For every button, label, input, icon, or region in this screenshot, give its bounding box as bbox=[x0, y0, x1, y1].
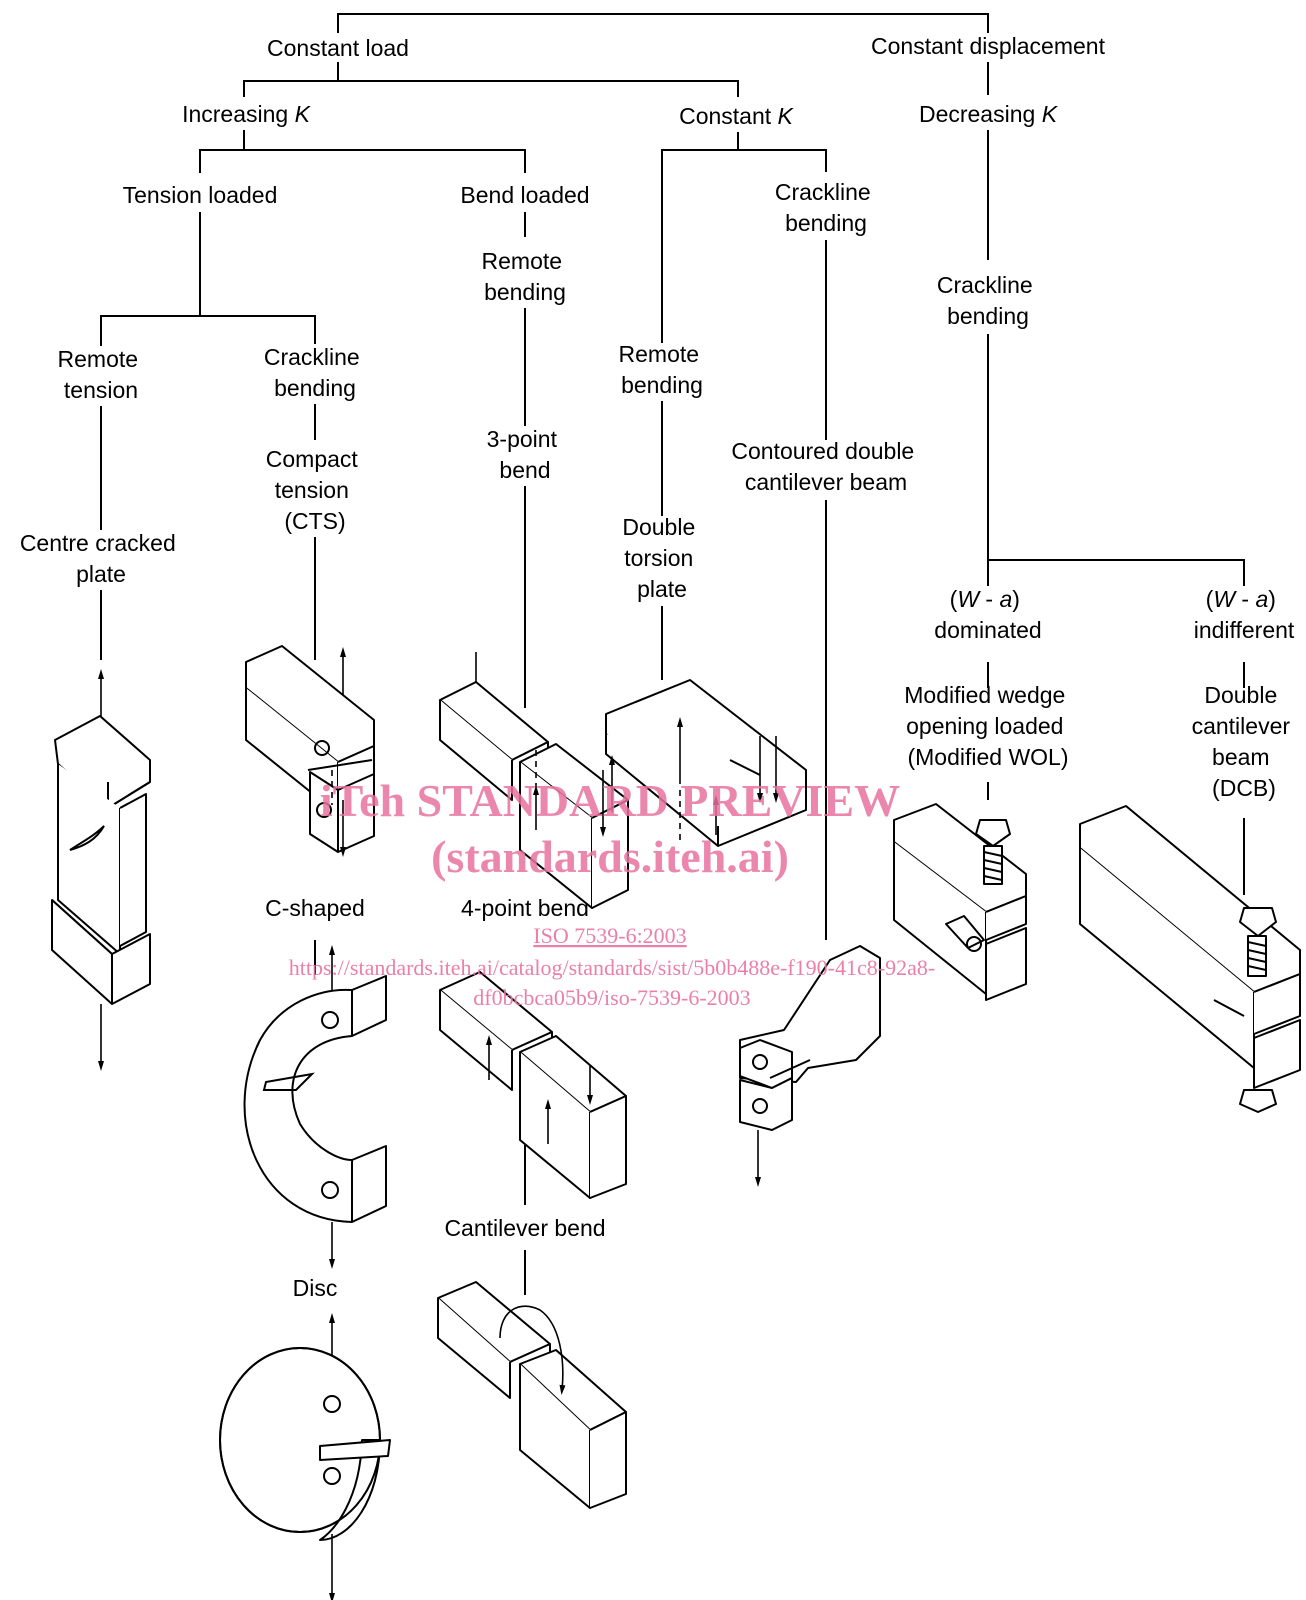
label-crackline-bending-decreasing-k: Crackline bending bbox=[937, 272, 1039, 329]
label-c-shaped: C-shaped bbox=[265, 895, 365, 921]
label-compact-tension: Compact tension (CTS) bbox=[266, 446, 364, 534]
label-dcb: Double cantilever beam (DCB) bbox=[1192, 682, 1297, 801]
tree-labels: Constant load Constant displacement Incr… bbox=[20, 33, 1297, 1301]
label-remote-bending-bend: Remote bending bbox=[482, 248, 569, 305]
label-w-a-dominated: (W - a) dominated bbox=[934, 586, 1041, 643]
label-crackline-bending-tension: Crackline bending bbox=[264, 344, 366, 401]
label-modified-wol: Modified wedge opening loaded (Modified … bbox=[904, 682, 1072, 770]
label-constant-load: Constant load bbox=[267, 35, 409, 61]
label-double-torsion-plate: Double torsion plate bbox=[622, 514, 701, 602]
dcb-specimen bbox=[1080, 806, 1300, 1112]
watermark-url-line1[interactable]: https://standards.iteh.ai/catalog/standa… bbox=[289, 955, 935, 980]
disc-specimen bbox=[220, 1318, 390, 1598]
label-bend-loaded: Bend loaded bbox=[460, 182, 589, 208]
label-increasing-k: Increasing K bbox=[182, 101, 312, 127]
c-shaped-specimen bbox=[245, 950, 386, 1264]
label-constant-k: Constant K bbox=[679, 103, 794, 129]
watermark-subtitle: (standards.iteh.ai) bbox=[431, 831, 789, 882]
label-decreasing-k: Decreasing K bbox=[919, 101, 1059, 127]
label-centre-cracked-plate: Centre cracked plate bbox=[20, 530, 182, 587]
watermark-title: iTeh STANDARD PREVIEW bbox=[320, 775, 900, 826]
watermark-url-line2[interactable]: df0bcbca05b9/iso-7539-6-2003 bbox=[473, 985, 750, 1010]
cantilever-bend-specimen bbox=[438, 1282, 626, 1508]
centre-cracked-plate-specimen bbox=[52, 674, 150, 1066]
label-remote-bending-constant-k: Remote bending bbox=[619, 341, 706, 398]
label-4-point-bend: 4-point bend bbox=[461, 895, 589, 921]
label-constant-displacement: Constant displacement bbox=[871, 33, 1106, 59]
label-contoured-dcb: Contoured double cantilever beam bbox=[731, 438, 920, 495]
label-cantilever-bend: Cantilever bend bbox=[444, 1215, 605, 1241]
label-remote-tension: Remote tension bbox=[58, 346, 145, 403]
contoured-dcb-specimen bbox=[740, 946, 880, 1182]
label-crackline-bending-constant-k: Crackline bending bbox=[775, 179, 877, 236]
watermark-standard-link[interactable]: ISO 7539-6:2003 bbox=[533, 923, 686, 948]
label-w-a-indifferent: (W - a) indifferent bbox=[1194, 586, 1295, 643]
label-disc: Disc bbox=[293, 1275, 338, 1301]
label-3-point-bend: 3-point bend bbox=[487, 426, 564, 483]
label-tension-loaded: Tension loaded bbox=[123, 182, 278, 208]
